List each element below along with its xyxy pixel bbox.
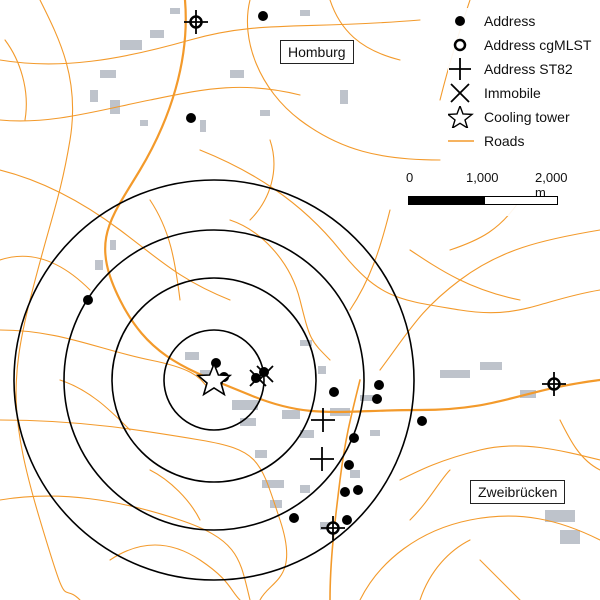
scale-bar: 0 1,000 2,000 m [404,166,574,216]
ring-4 [13,179,415,581]
legend-label: Immobile [484,85,541,101]
address-marker [329,387,339,397]
scale-segment-white [484,196,558,205]
open-circle-icon [453,38,467,52]
st82-markers [184,10,566,540]
legend-item-immobile: Immobile [448,82,598,104]
address-marker [372,394,382,404]
legend-label: Address cgMLST [484,37,592,53]
address-marker [340,487,350,497]
st82-marker [184,10,208,34]
st82-marker [311,408,335,432]
legend-label: Address ST82 [484,61,573,77]
legend-item-cooling-tower: Cooling tower [448,106,598,128]
address-marker [417,416,427,426]
st82-marker [310,447,334,471]
address-marker [258,11,268,21]
address-marker [344,460,354,470]
scale-label-0: 0 [406,170,414,185]
place-label-zweibruecken: Zweibrücken [470,480,566,504]
legend-label: Cooling tower [484,109,570,125]
address-marker [289,513,299,523]
address-marker [353,485,363,495]
filled-circle-icon [455,16,465,26]
address-marker [251,373,261,383]
map-legend: Address Address cgMLST Address ST82 Immo… [448,8,598,158]
address-marker [342,515,352,525]
legend-label: Address [484,13,536,29]
x-icon [450,83,470,103]
legend-item-roads: Roads [448,130,598,152]
place-label-homburg: Homburg [280,40,354,64]
address-marker [186,113,196,123]
cooling-tower-star [195,361,233,397]
cross-icon [449,58,471,80]
ring-1 [163,329,265,431]
legend-label: Roads [484,133,525,149]
distance-rings [13,179,415,581]
address-marker [374,380,384,390]
legend-item-address-cgmlst: Address cgMLST [448,34,598,56]
legend-item-address-st82: Address ST82 [448,58,598,80]
scale-label-2000: 2,000 m [535,170,568,200]
scale-label-1000: 1,000 [466,170,499,185]
road-line-icon [448,140,474,142]
st82-marker [542,372,566,396]
star-icon [448,106,474,128]
st82-marker [321,516,345,540]
address-marker [349,433,359,443]
immobile-markers [249,365,274,387]
address-marker [83,295,93,305]
ring-2 [111,277,317,483]
scale-segment-black [408,196,486,205]
immobile-marker [256,365,274,383]
ring-3 [63,229,365,531]
legend-item-address: Address [448,10,598,32]
